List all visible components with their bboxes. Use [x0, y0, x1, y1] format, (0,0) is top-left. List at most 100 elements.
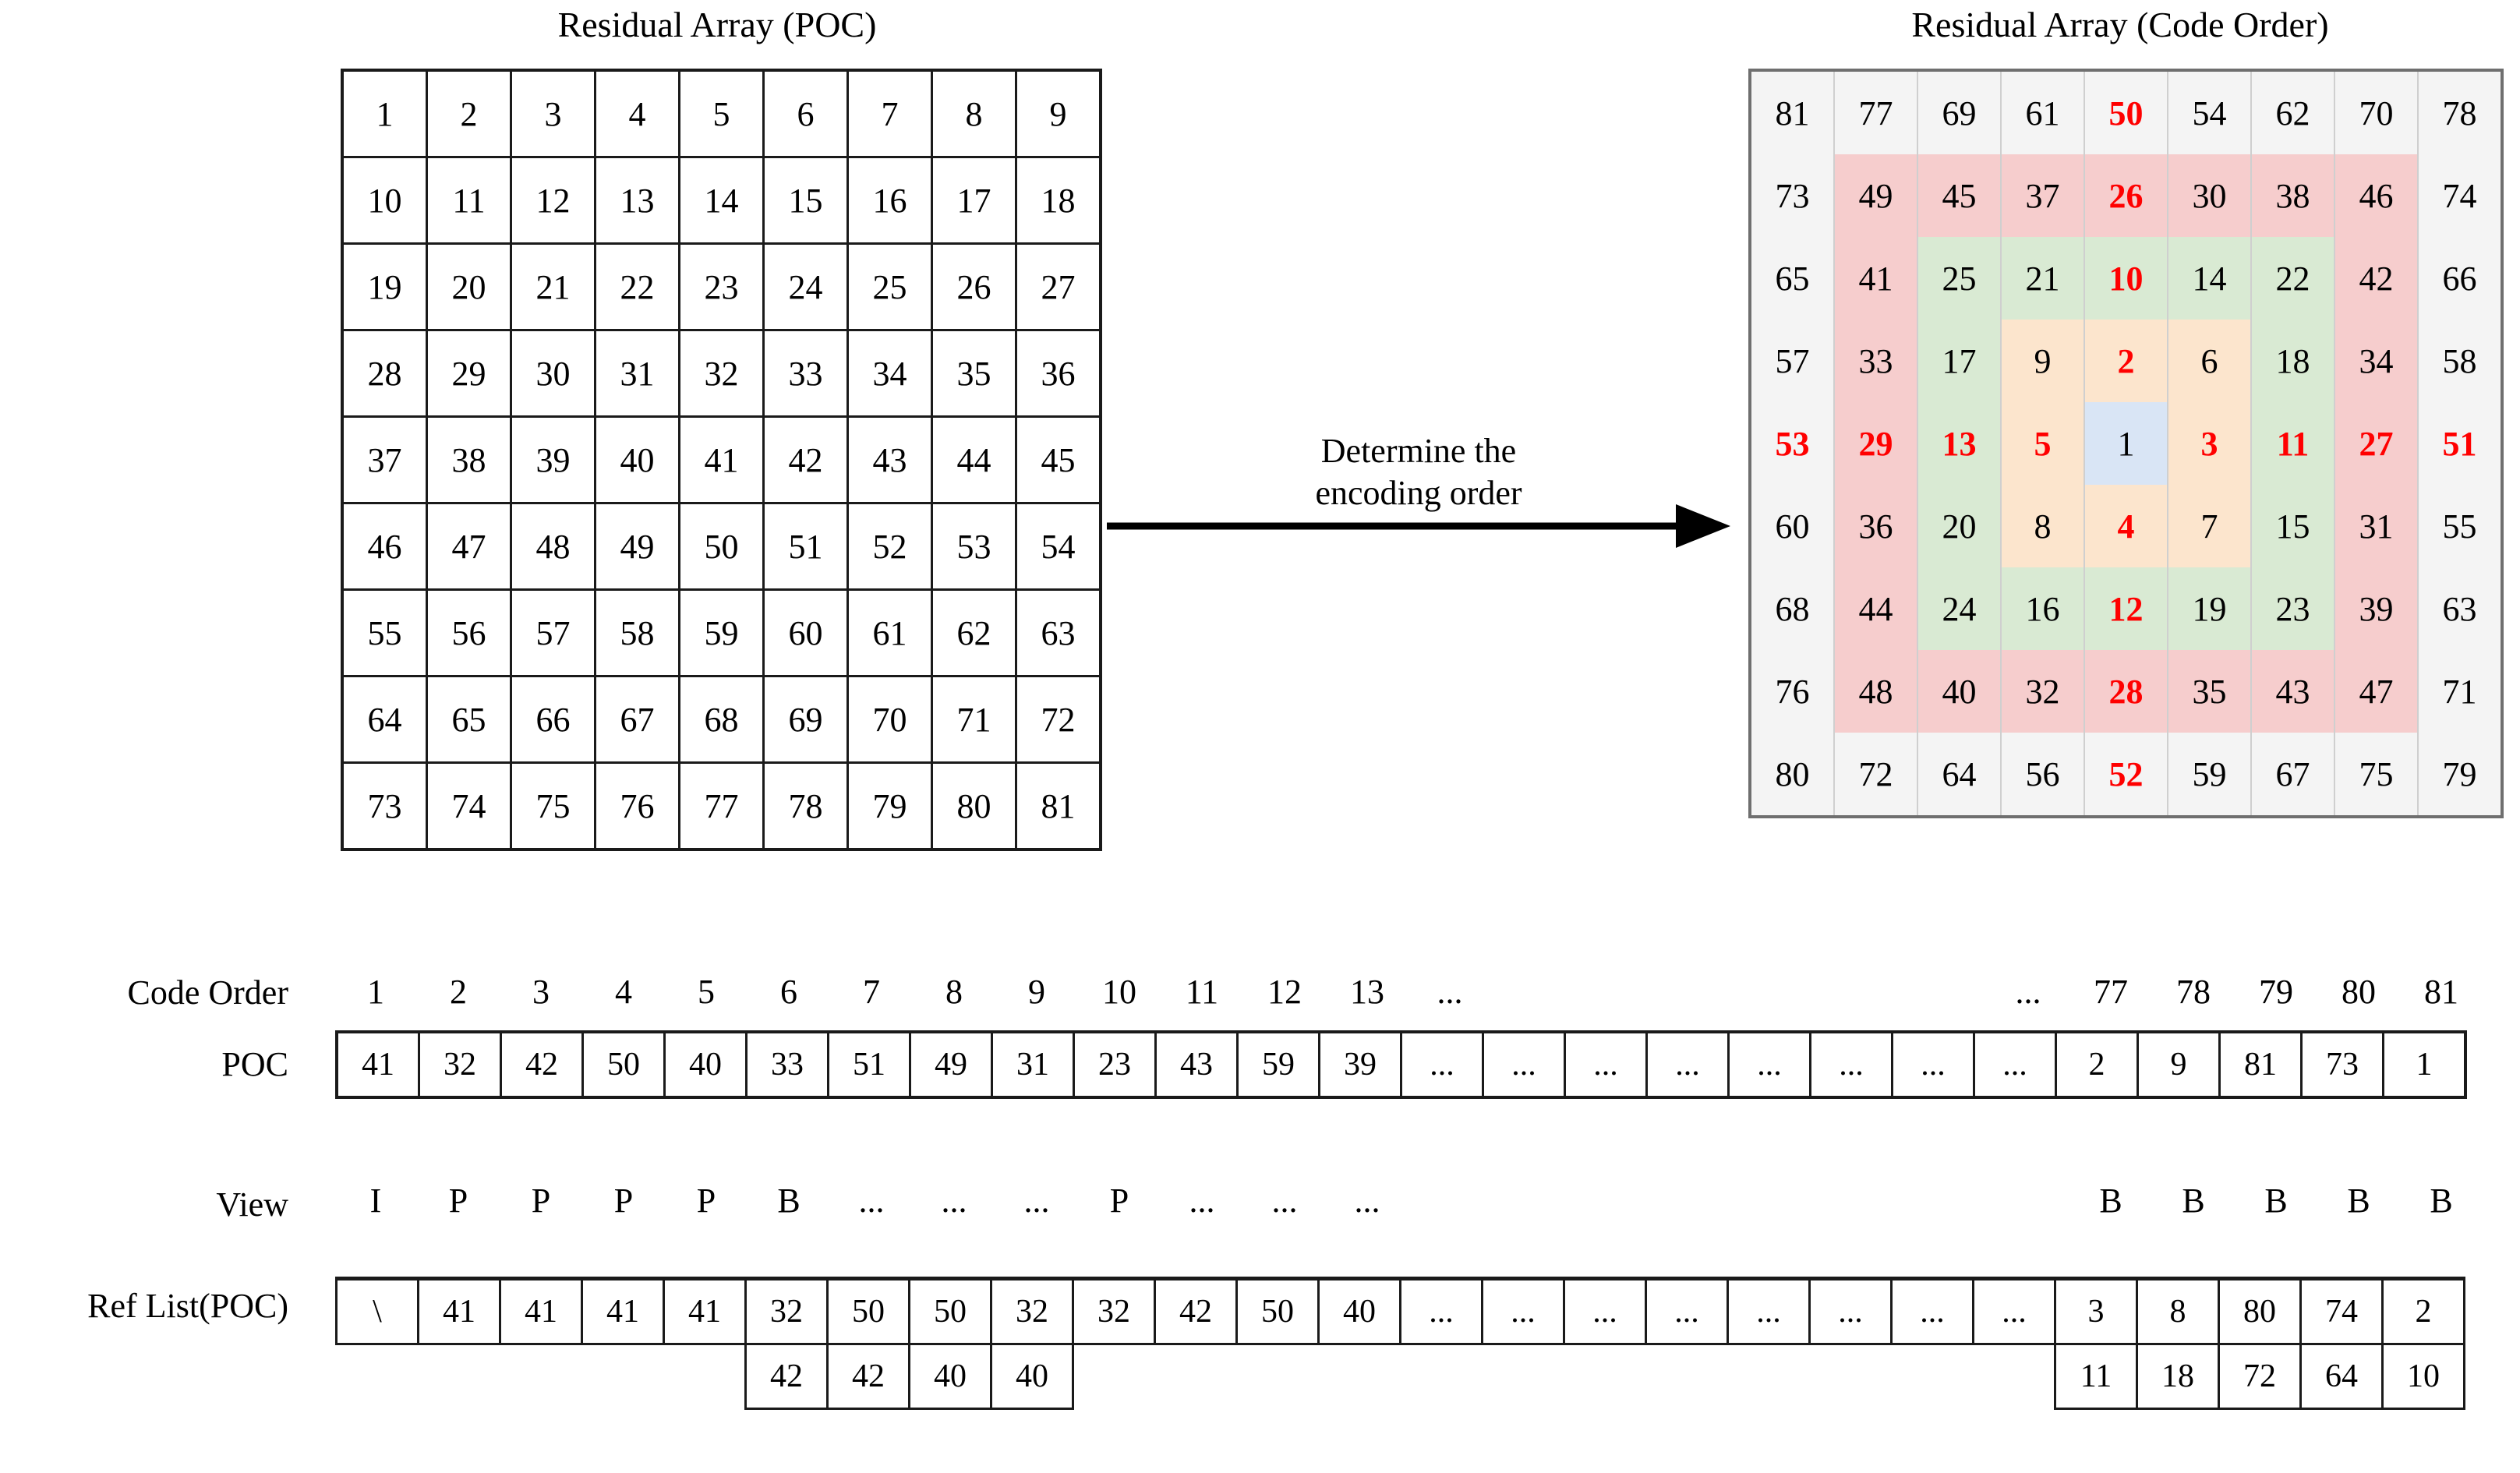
poc-cell-r6-c5: 60 — [762, 588, 849, 677]
ref-list-cell-r1-c2 — [500, 1344, 582, 1409]
code-order-index-9: 10 — [1102, 973, 1136, 1011]
ref-list-cell-r1-c13 — [1401, 1344, 1483, 1409]
code-order-cell-r3-c5: 6 — [2167, 320, 2252, 402]
poc-cell-r3-c0: 28 — [341, 329, 428, 418]
code-order-cell-r7-c0: 76 — [1749, 650, 1835, 733]
poc-seq-cell-20: ... — [1973, 1030, 2057, 1099]
poc-cell-r3-c1: 29 — [426, 329, 512, 418]
code-order-index-11: 12 — [1267, 973, 1302, 1011]
view-type-1: P — [448, 1182, 468, 1220]
ref-list-cell-r0-c5: 32 — [744, 1277, 829, 1345]
poc-cell-r0-c2: 3 — [510, 69, 596, 158]
ref-list-cell-r0-c1: 41 — [417, 1277, 501, 1345]
ref-list-cell-r1-c4 — [664, 1344, 746, 1409]
arrow-label-line1: Determine the — [1320, 432, 1517, 470]
code-order-cell-r1-c0: 73 — [1749, 154, 1835, 237]
poc-cell-r7-c3: 67 — [594, 675, 680, 764]
code-order-cell-r5-c8: 55 — [2417, 485, 2503, 567]
view-type-12: ... — [1354, 1182, 1380, 1220]
ref-list-cell-r1-c7: 40 — [908, 1343, 992, 1410]
code-order-cell-r3-c2: 17 — [1917, 320, 2002, 402]
code-order-cell-r2-c0: 65 — [1749, 237, 1835, 320]
poc-cell-r2-c1: 20 — [426, 242, 512, 331]
code-order-cell-r4-c2: 13 — [1917, 402, 2002, 485]
view-type-3: P — [613, 1182, 634, 1220]
poc-cell-r5-c1: 47 — [426, 502, 512, 591]
arrow-label: Determine the encoding order — [1107, 430, 1730, 514]
code-order-cell-r0-c0: 81 — [1749, 70, 1835, 154]
code-order-cell-r6-c0: 68 — [1749, 567, 1835, 650]
poc-seq-cell-25: 1 — [2382, 1030, 2467, 1099]
ref-list-cell-r1-c21: 11 — [2054, 1343, 2138, 1410]
code-order-cell-r6-c2: 24 — [1917, 567, 2002, 650]
code-order-index-2: 3 — [532, 973, 550, 1011]
ref-list-cell-r0-c18: ... — [1808, 1277, 1893, 1345]
poc-cell-r4-c3: 40 — [594, 415, 680, 504]
ref-list-cell-r0-c11: 50 — [1235, 1277, 1320, 1345]
code-order-cell-r2-c4: 10 — [2084, 237, 2168, 320]
poc-seq-cell-14: ... — [1482, 1030, 1566, 1099]
poc-array-title: Residual Array (POC) — [557, 5, 877, 44]
code-order-index-7: 8 — [945, 973, 963, 1011]
view-type-5: B — [777, 1182, 801, 1220]
view-type-6: ... — [858, 1182, 885, 1220]
ref-list-cell-r0-c3: 41 — [581, 1277, 665, 1345]
poc-seq-cell-22: 9 — [2137, 1030, 2221, 1099]
poc-seq-cell-7: 49 — [909, 1030, 993, 1099]
code-order-cell-r0-c3: 61 — [2000, 70, 2085, 154]
view-type-22: B — [2182, 1182, 2205, 1220]
poc-cell-r3-c5: 33 — [762, 329, 849, 418]
poc-cell-r2-c5: 24 — [762, 242, 849, 331]
ref-list-cell-r1-c20 — [1974, 1344, 2055, 1409]
poc-seq-cell-0: 41 — [335, 1030, 420, 1099]
ref-list-cell-r1-c19 — [1892, 1344, 1974, 1409]
view-type-4: P — [696, 1182, 716, 1220]
poc-cell-r7-c7: 71 — [931, 675, 1017, 764]
poc-cell-r8-c4: 77 — [678, 761, 765, 851]
poc-seq-cell-8: 31 — [991, 1030, 1075, 1099]
poc-cell-r3-c4: 32 — [678, 329, 765, 418]
poc-cell-r1-c8: 18 — [1015, 156, 1102, 245]
code-order-cell-r5-c2: 20 — [1917, 485, 2002, 567]
view-type-10: ... — [1189, 1182, 1215, 1220]
code-order-cell-r6-c5: 19 — [2167, 567, 2252, 650]
code-order-cell-r1-c1: 49 — [1833, 154, 1918, 237]
poc-cell-r0-c7: 8 — [931, 69, 1017, 158]
ref-list-cell-r1-c5: 42 — [744, 1343, 829, 1410]
ref-list-cell-r0-c24: 74 — [2299, 1277, 2384, 1345]
code-order-cell-r8-c3: 56 — [2000, 733, 2085, 817]
ref-list-cell-r1-c23: 72 — [2218, 1343, 2302, 1410]
poc-cell-r3-c7: 35 — [931, 329, 1017, 418]
code-order-cell-r0-c4: 50 — [2084, 70, 2168, 154]
poc-cell-r0-c4: 5 — [678, 69, 765, 158]
code-order-cell-r2-c3: 21 — [2000, 237, 2085, 320]
ref-list-cell-r1-c25: 10 — [2381, 1343, 2465, 1410]
code-order-cell-r4-c1: 29 — [1833, 402, 1918, 485]
poc-seq-cell-24: 73 — [2300, 1030, 2384, 1099]
code-order-index-4: 5 — [698, 973, 715, 1011]
code-order-index-13: ... — [1437, 973, 1463, 1011]
poc-cell-r0-c1: 2 — [426, 69, 512, 158]
poc-cell-r2-c2: 21 — [510, 242, 596, 331]
code-order-cell-r7-c1: 48 — [1833, 650, 1918, 733]
ref-list-cell-r1-c1 — [419, 1344, 500, 1409]
ref-list-cell-r0-c21: 3 — [2054, 1277, 2138, 1345]
code-order-cell-r6-c1: 44 — [1833, 567, 1918, 650]
ref-list-cell-r0-c19: ... — [1890, 1277, 1974, 1345]
poc-seq-cell-1: 32 — [418, 1030, 502, 1099]
view-type-11: ... — [1271, 1182, 1298, 1220]
poc-cell-r2-c4: 23 — [678, 242, 765, 331]
